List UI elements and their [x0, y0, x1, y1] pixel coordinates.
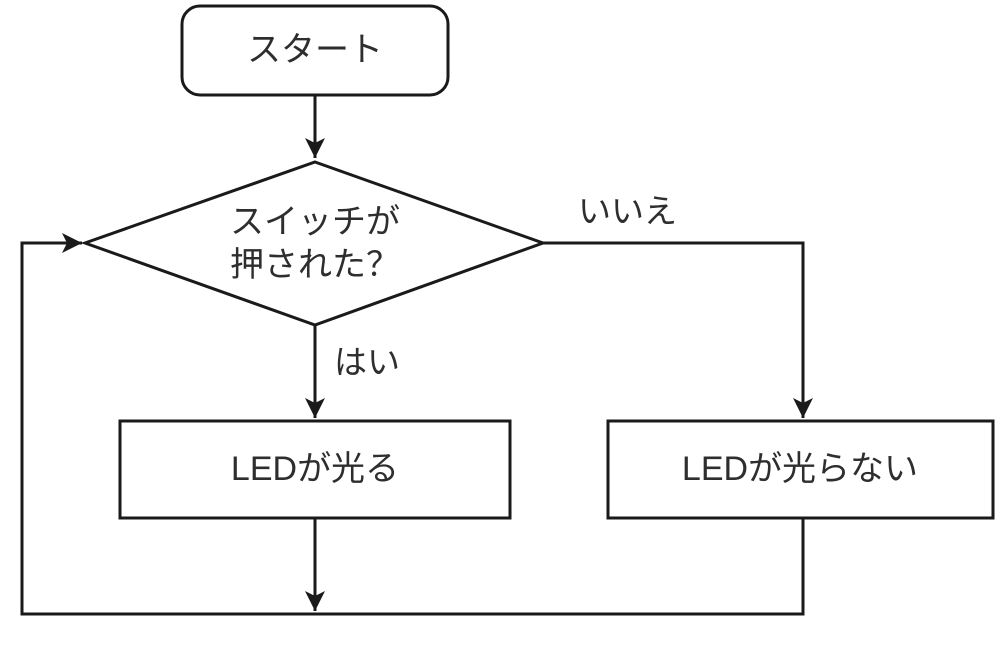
led-on-label: LEDが光る — [231, 450, 399, 488]
node-start: スタート — [180, 4, 450, 97]
edge-label-no: いいえ — [578, 193, 677, 230]
led-off-shape — [606, 419, 995, 520]
decision-label-line2: 押された？ — [230, 246, 400, 284]
decision-shape — [80, 160, 548, 327]
led-on-shape — [118, 419, 512, 520]
edge-loop-back-to-decision — [20, 233, 805, 616]
node-led-on: LEDが光る — [118, 419, 512, 520]
edge-decision-to-led-off — [543, 241, 813, 418]
start-label: スタート — [247, 31, 383, 69]
node-decision: スイッチが 押された？ — [80, 160, 548, 327]
node-led-off: LEDが光らない — [606, 419, 995, 520]
start-shape — [180, 4, 450, 97]
edge-label-yes: はい — [334, 344, 400, 381]
led-off-label: LEDが光らない — [682, 450, 918, 488]
decision-label-line1: スイッチが — [230, 203, 400, 241]
